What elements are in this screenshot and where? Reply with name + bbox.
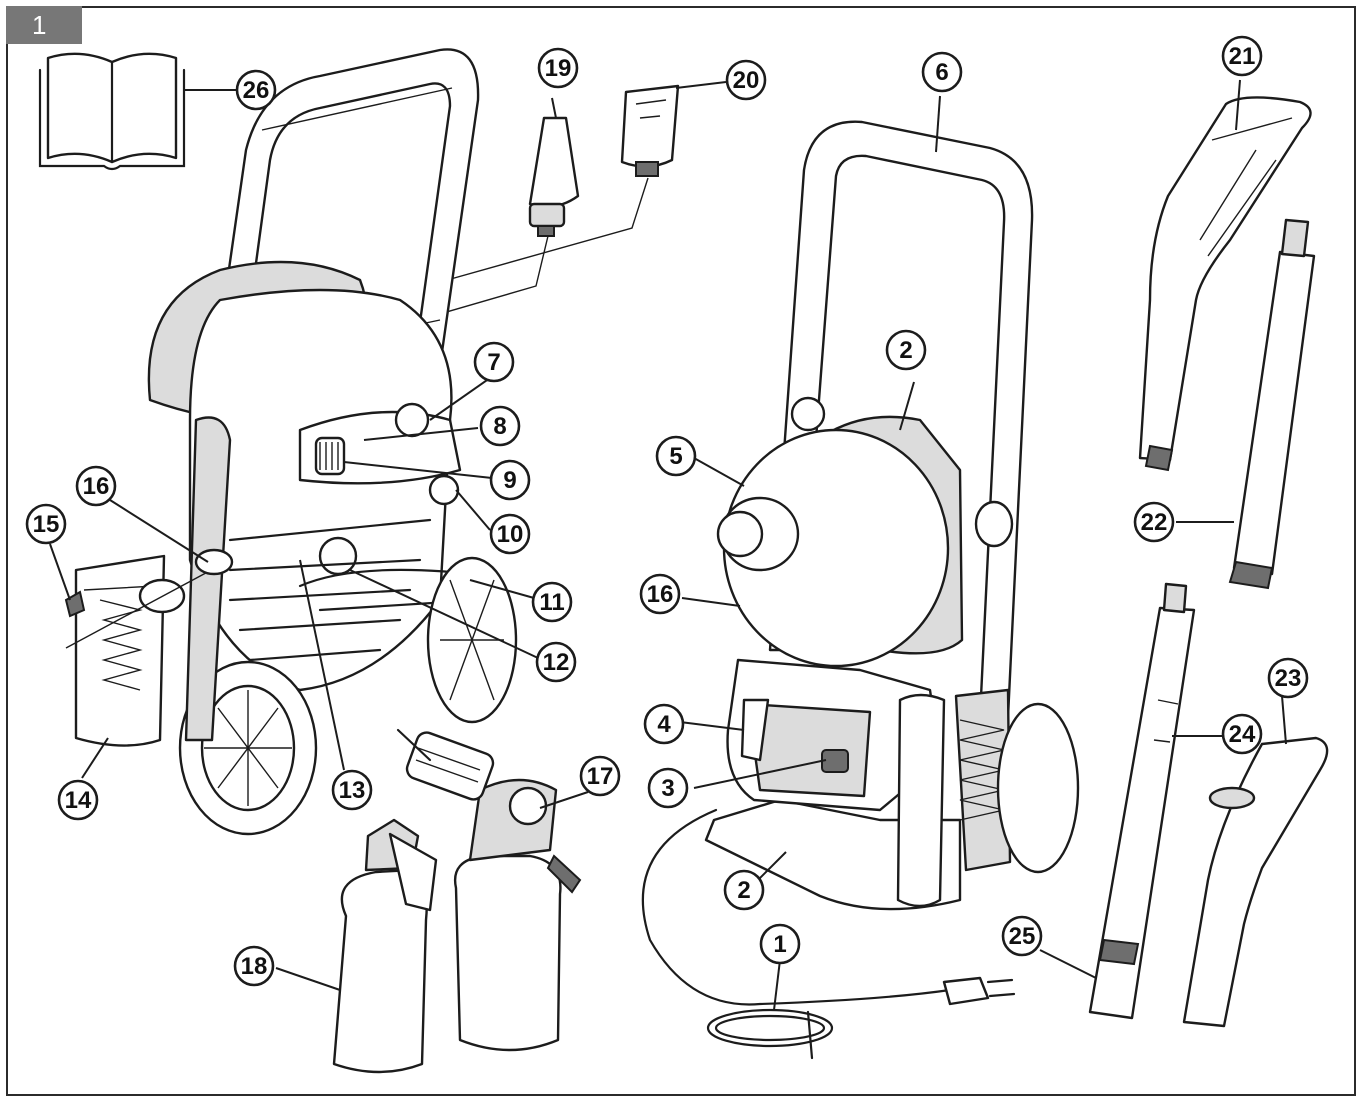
foam-bottle-18 [275,818,438,1074]
callout-12: 12 [535,641,577,683]
gun-23 [1182,736,1329,1028]
svg-text:9: 9 [503,467,516,494]
callout-14: 14 [57,779,99,821]
callout-19: 19 [537,47,579,89]
callout-18: 18 [233,945,275,987]
callout-3: 3 [647,767,689,809]
svg-text:22: 22 [1141,509,1168,536]
svg-text:17: 17 [587,763,614,790]
svg-text:6: 6 [935,59,948,86]
leader-lines [49,79,1287,1011]
svg-text:16: 16 [647,581,674,608]
svg-text:16: 16 [83,473,110,500]
callout-6: 6 [921,51,963,93]
nozzle-20 [620,81,727,177]
callout-16-right: 16 [639,573,681,615]
callout-21: 21 [1221,35,1263,77]
svg-text:2: 2 [737,877,750,904]
callout-26: 26 [235,69,277,111]
svg-text:24: 24 [1229,721,1256,748]
figure-number-tab: 1 [6,6,82,44]
callout-16-left: 16 [75,465,117,507]
callout-13: 13 [331,769,373,811]
svg-text:12: 12 [543,649,570,676]
callout-2-top: 2 [885,329,927,371]
callout-9: 9 [489,459,531,501]
svg-text:20: 20 [733,67,760,94]
lance-24 [1088,582,1222,1020]
callout-7: 7 [473,341,515,383]
callout-8: 8 [479,405,521,447]
svg-text:4: 4 [657,711,671,738]
callout-20: 20 [725,59,767,101]
svg-text:19: 19 [545,55,572,82]
svg-text:25: 25 [1009,923,1036,950]
callout-23: 23 [1267,657,1309,699]
callout-2-base: 2 [723,869,765,911]
washer-rear-view [64,48,518,836]
callout-10: 10 [489,513,531,555]
svg-text:15: 15 [33,511,60,538]
svg-text:21: 21 [1229,43,1256,70]
svg-text:8: 8 [493,413,506,440]
svg-text:7: 7 [487,349,500,376]
callout-15: 15 [25,503,67,545]
trigger-gun-21 [1138,96,1312,472]
nozzle-19 [528,97,580,237]
svg-text:18: 18 [241,953,268,980]
svg-text:13: 13 [339,777,366,804]
svg-text:14: 14 [65,787,92,814]
svg-text:5: 5 [669,443,682,470]
callout-1: 1 [759,923,801,965]
washer-front-view [641,120,1080,1060]
figure-frame [6,6,1356,1096]
callout-24: 24 [1221,713,1263,755]
callout-17: 17 [579,755,621,797]
callout-5: 5 [655,435,697,477]
lance-22 [1176,218,1316,590]
svg-text:3: 3 [661,775,674,802]
manual-icon [38,52,236,171]
callout-4: 4 [643,703,685,745]
svg-text:1: 1 [773,931,786,958]
svg-text:2: 2 [899,337,912,364]
callout-25: 25 [1001,915,1043,957]
svg-text:26: 26 [243,77,270,104]
callout-11: 11 [531,581,573,623]
right-wheel [426,556,518,724]
svg-text:11: 11 [539,589,564,616]
svg-text:23: 23 [1275,665,1302,692]
svg-text:10: 10 [497,521,524,548]
callout-22: 22 [1133,501,1175,543]
